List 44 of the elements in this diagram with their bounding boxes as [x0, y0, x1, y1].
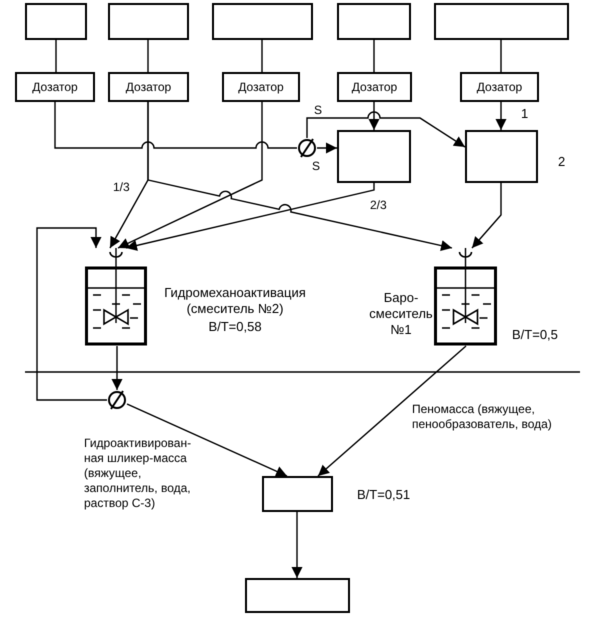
- edge-label: S: [312, 159, 320, 173]
- process-box: [262, 476, 333, 512]
- node-caption: В/Т=0,58: [207, 319, 263, 335]
- arrow: [496, 102, 506, 130]
- edge-label: 2/3: [370, 198, 387, 212]
- process-box: [25, 3, 87, 40]
- edge-label: 1/3: [113, 180, 130, 194]
- dosing-box: Дозатор: [222, 72, 300, 102]
- node-caption: В/Т=0,51: [357, 487, 412, 503]
- dosing-box: Дозатор: [337, 72, 412, 102]
- arrow: [318, 345, 466, 477]
- arrow: [306, 111, 466, 148]
- process-box: [212, 3, 313, 40]
- process-box: [337, 130, 411, 183]
- arrow: [147, 102, 452, 251]
- arrow: [118, 102, 263, 249]
- edge-label: S: [314, 103, 322, 117]
- mixer-tank: [85, 248, 147, 346]
- arrow: [126, 183, 375, 251]
- callout-number: 1: [521, 107, 528, 121]
- arrow: [292, 512, 302, 578]
- dosing-box: Дозатор: [108, 72, 189, 102]
- node-caption: В/Т=0,5: [512, 327, 559, 343]
- arrow: [317, 142, 337, 154]
- mixer-tank: [434, 248, 497, 346]
- edge-label: Пеномасса (вяжущее, пенообразователь, вода): [412, 402, 553, 432]
- valve-symbol: [297, 138, 317, 158]
- dosing-box: Дозатор: [15, 72, 95, 102]
- dosing-box: Дозатор: [460, 72, 539, 102]
- arrow: [126, 403, 288, 477]
- callout-number: 2: [558, 155, 566, 169]
- process-box: [245, 578, 350, 613]
- process-box: [465, 130, 538, 183]
- node-caption: Баро- смеситель №1: [368, 290, 434, 338]
- valve-symbol: [107, 390, 127, 410]
- arrow: [112, 346, 122, 390]
- arrow: [471, 183, 502, 248]
- process-box: [108, 3, 189, 40]
- arrow: [368, 102, 380, 130]
- edge-label: Гидроактивирован- ная шликер-масса (вяжущее, заполнитель, вода, раствор С-3): [84, 436, 192, 511]
- process-box: [337, 3, 411, 40]
- node-caption: Гидромеханоактивация (смеситель №2): [163, 285, 307, 317]
- arrow: [36, 227, 107, 401]
- process-box: [434, 3, 569, 40]
